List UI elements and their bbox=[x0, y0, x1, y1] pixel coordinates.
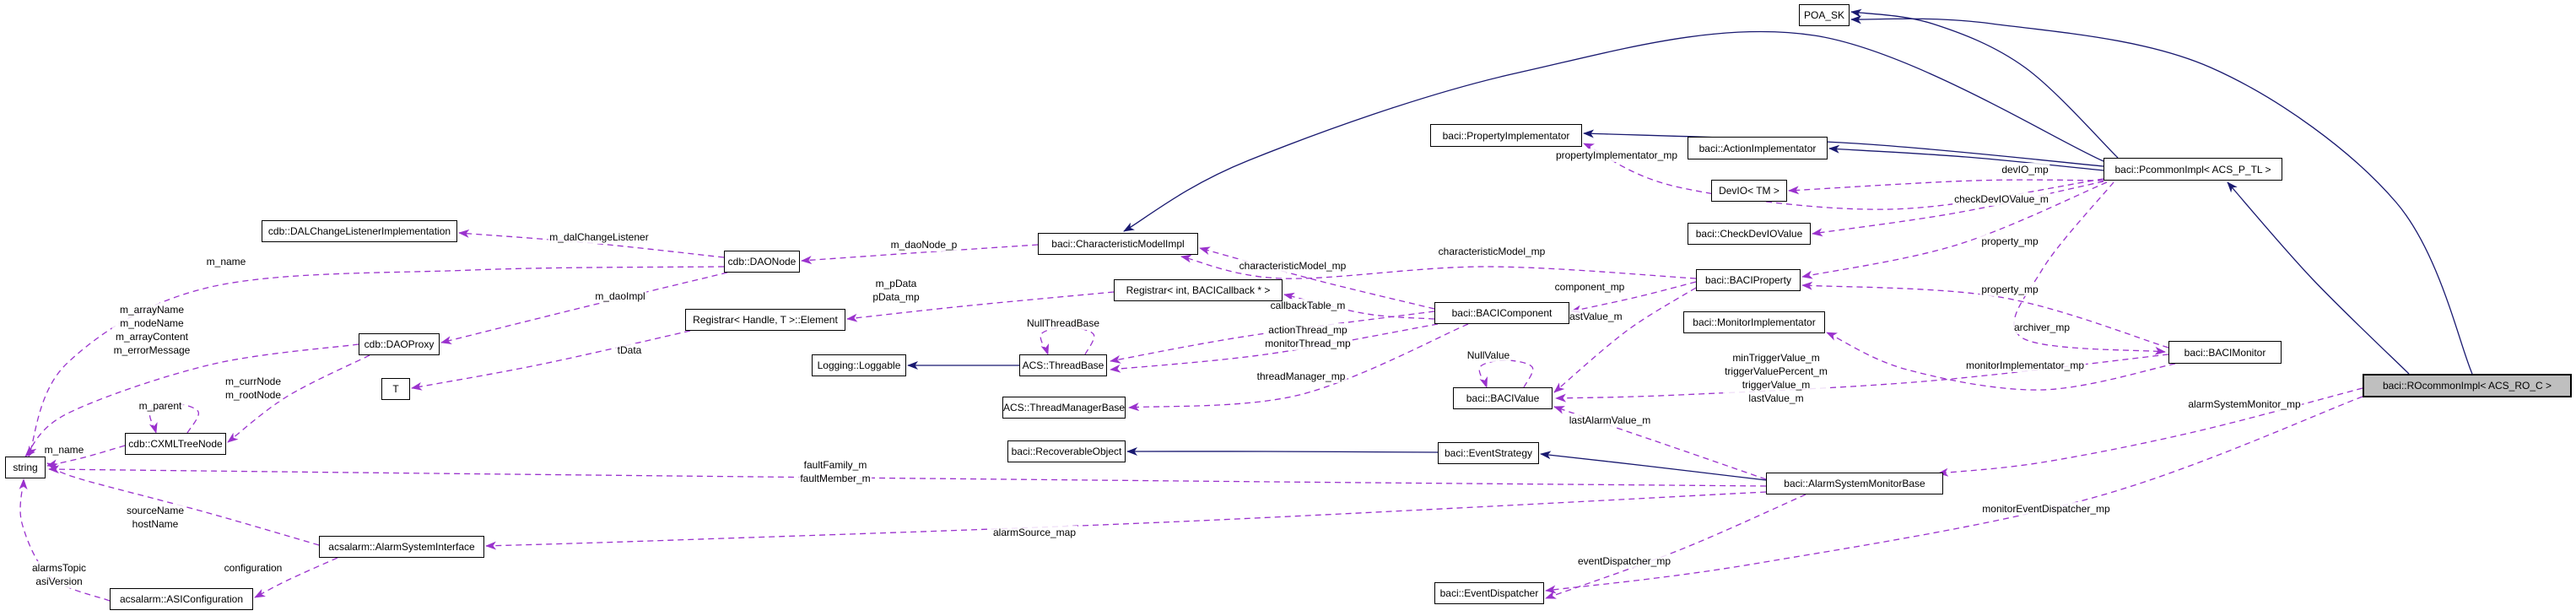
edge-label-alarmSource_map: alarmSource_map bbox=[991, 526, 1078, 539]
node-pcommon-impl[interactable]: baci::PcommonImpl< ACS_P_TL > bbox=[2103, 158, 2282, 181]
node-property-implementator[interactable]: baci::PropertyImplementator bbox=[1430, 124, 1582, 147]
node-registrar-int[interactable]: Registrar< int, BACICallback * > bbox=[1114, 279, 1283, 301]
edge-pcommon-impl-to-action-implementator bbox=[1828, 144, 2104, 171]
node-monitor-implementator[interactable]: baci::MonitorImplementator bbox=[1683, 311, 1825, 333]
edge-alarm-system-monitor-base-to-event-strategy bbox=[1540, 451, 1767, 481]
edge-baci-monitor-to-monitor-implementator bbox=[1826, 332, 2176, 391]
edge-label-devIO_mp: devIO_mp bbox=[2000, 163, 2050, 176]
edge-label-property_mp: property_mp bbox=[1979, 283, 2040, 296]
edge-label-monitorEventDispatcher_mp: monitorEventDispatcher_mp bbox=[1980, 502, 2112, 516]
node-poa-sk[interactable]: POA_SK bbox=[1799, 4, 1850, 26]
edge-alarm-system-monitor-base-to-alarm-system-interface bbox=[485, 491, 1767, 550]
node-dao-node[interactable]: cdb::DAONode bbox=[724, 251, 800, 273]
edge-label-callbackTable_m: callbackTable_m bbox=[1268, 299, 1347, 312]
node-baci-property[interactable]: baci::BACIProperty bbox=[1696, 269, 1801, 291]
node-baci-monitor[interactable]: baci::BACIMonitor bbox=[2168, 341, 2282, 364]
node-dal-change-listener[interactable]: cdb::DALChangeListenerImplementation bbox=[262, 220, 457, 242]
edge-alarm-system-monitor-base-to-string-node bbox=[48, 465, 1767, 487]
node-alarm-system-monitor-base[interactable]: baci::AlarmSystemMonitorBase bbox=[1766, 473, 1943, 494]
edge-label-characteristicModel_mp: characteristicModel_mp bbox=[1436, 245, 1547, 258]
edge-label-tData: tData bbox=[615, 343, 644, 357]
edge-label-m_daoImpl: m_daoImpl bbox=[593, 289, 647, 303]
node-dao-proxy[interactable]: cdb::DAOProxy bbox=[359, 333, 440, 355]
edge-baci-property-to-baci-value bbox=[1553, 287, 1697, 393]
edge-label-m_currNode: m_currNode m_rootNode bbox=[223, 375, 284, 402]
edge-baci-property-to-characteristic-model-impl bbox=[1180, 254, 1697, 279]
node-t-node[interactable]: T bbox=[381, 378, 410, 400]
edge-label-NullThreadBase: NullThreadBase bbox=[1024, 316, 1102, 330]
edge-rocommon-impl-to-poa-sk bbox=[1850, 15, 2473, 375]
edge-label-lastValue_m: lastValue_m bbox=[1565, 310, 1624, 323]
edge-pcommon-impl-to-poa-sk bbox=[1850, 8, 2119, 159]
edge-pcommon-impl-to-baci-monitor bbox=[2013, 181, 2166, 355]
node-baci-component[interactable]: baci::BACIComponent bbox=[1434, 302, 1569, 324]
node-thread-base[interactable]: ACS::ThreadBase bbox=[1019, 354, 1107, 376]
edge-label-m_name: m_name bbox=[42, 443, 86, 457]
edge-alarm-system-monitor-base-to-event-dispatcher bbox=[1545, 494, 1806, 599]
edge-baci-component-to-thread-manager-base bbox=[1128, 323, 1469, 412]
edge-label-m_arrayName: m_arrayName m_nodeName m_arrayContent m_… bbox=[111, 303, 192, 357]
edge-label-threadManager_mp: threadManager_mp bbox=[1255, 370, 1347, 383]
edge-label-alarmSystemMonitor_mp: alarmSystemMonitor_mp bbox=[2186, 397, 2303, 411]
edge-label-characteristicModel_mp: characteristicModel_mp bbox=[1237, 259, 1348, 273]
edge-baci-property-to-baci-component bbox=[1570, 281, 1697, 314]
edge-rocommon-impl-to-pcommon-impl bbox=[2227, 181, 2410, 375]
edge-label-monitorImplementator_mp: monitorImplementator_mp bbox=[1963, 359, 2087, 372]
edge-label-alarmsTopic: alarmsTopic asiVersion bbox=[30, 561, 89, 588]
node-characteristic-model-impl[interactable]: baci::CharacteristicModelImpl bbox=[1038, 233, 1198, 255]
edge-dao-node-to-dao-proxy bbox=[440, 272, 728, 344]
edge-thread-base-to-thread-base bbox=[1040, 327, 1095, 355]
edge-rocommon-impl-to-event-dispatcher bbox=[1545, 396, 2363, 594]
edge-characteristic-model-impl-to-dao-node bbox=[801, 244, 1039, 265]
edge-registrar-element-to-t-node bbox=[411, 330, 691, 391]
edge-label-configuration: configuration bbox=[222, 561, 284, 575]
node-cxml-tree-node[interactable]: cdb::CXMLTreeNode bbox=[125, 433, 226, 455]
edge-label-m_pData: m_pData pData_mp bbox=[871, 277, 921, 304]
edge-label-property_mp: property_mp bbox=[1979, 235, 2040, 248]
edge-label-propertyImplementator_mp: propertyImplementator_mp bbox=[1553, 149, 1680, 162]
edge-label-minTriggerValue_m: minTriggerValue_m triggerValuePercent_m … bbox=[1723, 351, 1829, 405]
edge-dao-node-to-string-node bbox=[28, 266, 725, 457]
edge-dao-proxy-to-cxml-tree-node bbox=[227, 354, 370, 443]
edge-label-sourceName: sourceName hostName bbox=[124, 504, 186, 531]
edge-label-m_dalChangeListener: m_dalChangeListener bbox=[548, 230, 651, 244]
edge-event-strategy-to-recoverable-object bbox=[1126, 446, 1439, 456]
node-rocommon-impl[interactable]: baci::ROcommonImpl< ACS_RO_C > bbox=[2363, 374, 2572, 397]
edge-label-m_daoNode_p: m_daoNode_p bbox=[888, 238, 959, 251]
edge-pcommon-impl-to-property-implementator bbox=[1583, 129, 2104, 167]
node-recoverable-object[interactable]: baci::RecoverableObject bbox=[1007, 440, 1126, 462]
edge-baci-monitor-to-baci-property bbox=[1801, 281, 2169, 349]
node-baci-value[interactable]: baci::BACIValue bbox=[1453, 387, 1553, 409]
node-thread-manager-base[interactable]: ACS::ThreadManagerBase bbox=[1002, 397, 1126, 419]
node-check-devio-value[interactable]: baci::CheckDevIOValue bbox=[1688, 223, 1811, 245]
edge-pcommon-impl-to-devio bbox=[1788, 179, 2104, 195]
edge-pcommon-impl-to-check-devio-value bbox=[1812, 181, 2104, 237]
edge-baci-component-to-thread-base bbox=[1110, 323, 1439, 373]
node-string-node[interactable]: string bbox=[5, 457, 46, 478]
node-registrar-element[interactable]: Registrar< Handle, T >::Element bbox=[685, 309, 845, 331]
edge-label-checkDevIOValue_m: checkDevIOValue_m bbox=[1952, 192, 2050, 206]
node-asi-configuration[interactable]: acsalarm::ASIConfiguration bbox=[110, 588, 253, 610]
node-devio[interactable]: DevIO< TM > bbox=[1711, 180, 1787, 202]
edge-label-component_mp: component_mp bbox=[1553, 280, 1627, 294]
edge-label-NullValue: NullValue bbox=[1465, 349, 1512, 362]
edge-baci-value-to-baci-value bbox=[1478, 359, 1534, 388]
edge-label-eventDispatcher_mp: eventDispatcher_mp bbox=[1575, 554, 1673, 568]
edge-label-m_name: m_name bbox=[204, 255, 248, 268]
edge-registrar-int-to-registrar-element bbox=[846, 291, 1115, 322]
edge-label-archiver_mp: archiver_mp bbox=[2012, 321, 2072, 334]
node-loggable[interactable]: Logging::Loggable bbox=[812, 354, 906, 376]
node-alarm-system-interface[interactable]: acsalarm::AlarmSystemInterface bbox=[319, 536, 484, 558]
node-event-strategy[interactable]: baci::EventStrategy bbox=[1438, 442, 1539, 464]
edge-label-m_parent: m_parent bbox=[137, 399, 184, 413]
edge-label-actionThread_mp: actionThread_mp monitorThread_mp bbox=[1263, 323, 1353, 350]
edge-label-lastAlarmValue_m: lastAlarmValue_m bbox=[1567, 413, 1653, 427]
edge-pcommon-impl-to-characteristic-model-impl bbox=[1123, 30, 2104, 232]
edge-alarm-system-interface-to-asi-configuration bbox=[254, 557, 338, 598]
node-action-implementator[interactable]: baci::ActionImplementator bbox=[1688, 137, 1828, 159]
edge-label-faultFamily_m: faultFamily_m faultMember_m bbox=[798, 458, 872, 485]
node-event-dispatcher[interactable]: baci::EventDispatcher bbox=[1434, 582, 1544, 604]
edge-asi-configuration-to-string-node bbox=[19, 478, 111, 602]
edge-dao-proxy-to-string-node bbox=[24, 343, 359, 457]
